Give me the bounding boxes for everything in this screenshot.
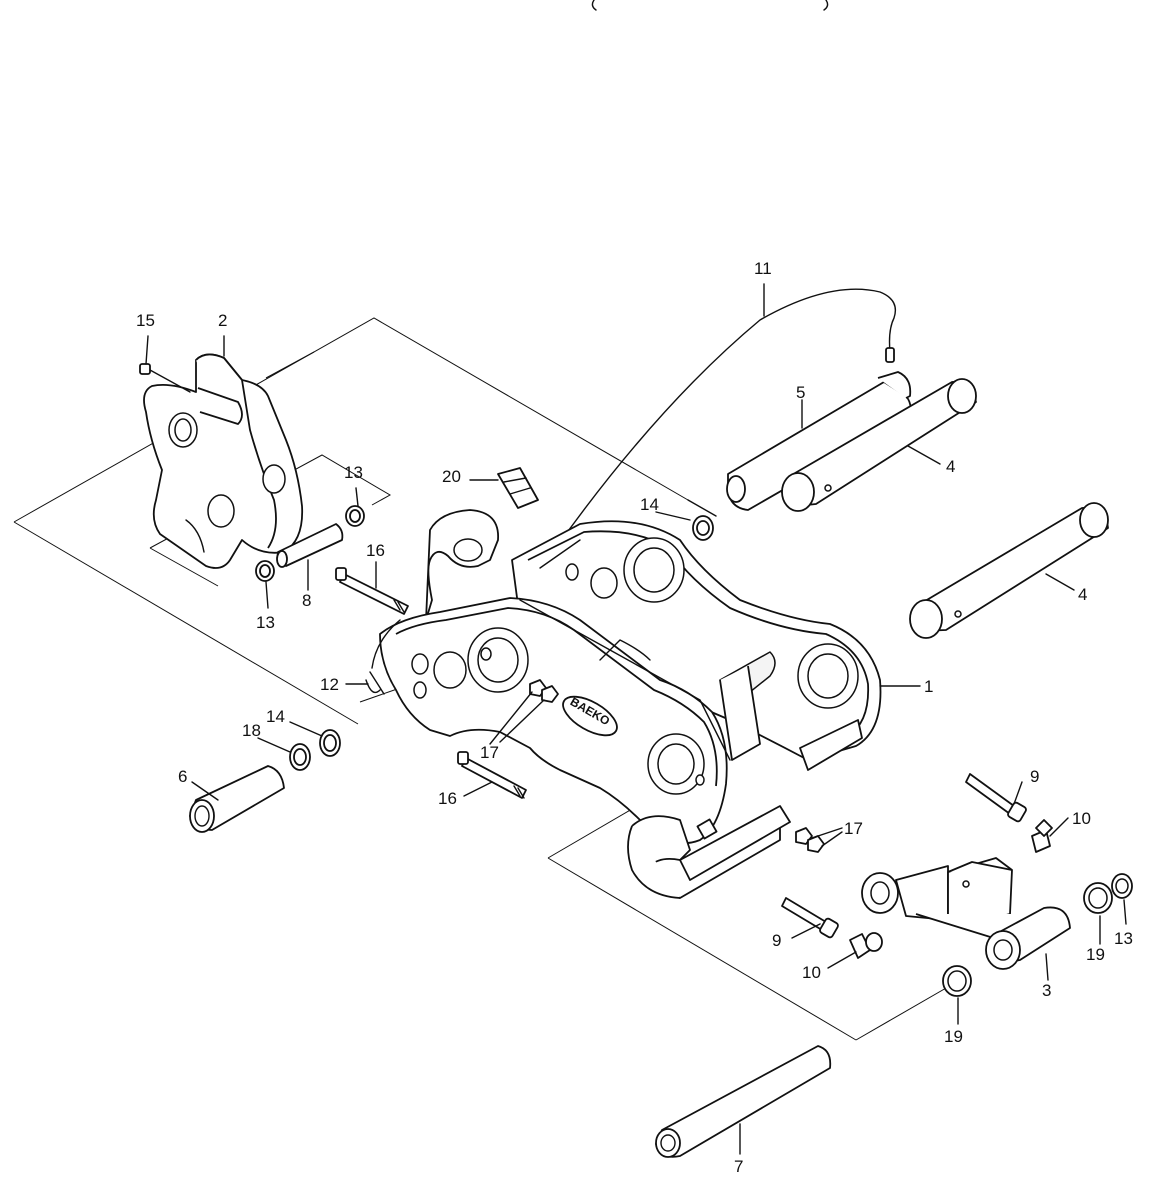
callout-6: 6 [178,767,187,786]
callout-14-left: 14 [266,707,285,726]
callout-19-right: 19 [1086,945,1105,964]
callout-13-right: 13 [1114,929,1133,948]
clip-part [497,467,539,509]
callout-3: 3 [1042,981,1051,1000]
callout-17-lower: 17 [844,819,863,838]
ring-14-upper [692,515,714,541]
callout-9-lower: 9 [772,931,781,950]
callout-19-lower: 19 [944,1027,963,1046]
nuts-17-upper [529,679,559,703]
bracket-plate-part [143,353,304,569]
callout-18: 18 [242,721,261,740]
callout-17-upper: 17 [480,743,499,762]
callout-12: 12 [320,675,339,694]
hydraulic-cylinder-part [861,857,1071,970]
callout-2: 2 [218,311,227,330]
upper-pin-part [726,371,912,511]
bolt-16-lower [457,751,527,799]
header-fragment-right [823,0,829,11]
bolt-16-upper [335,567,409,615]
callout-9-upper: 9 [1030,767,1039,786]
callout-8: 8 [302,591,311,610]
bolt-9-upper [965,773,1027,823]
callout-10-upper: 10 [1072,809,1091,828]
fitting-10-upper [1031,819,1053,853]
callout-11: 11 [754,259,772,278]
cable-part [519,288,897,601]
spring-clip-part [365,619,401,695]
callout-7: 7 [734,1157,743,1176]
callout-labels: 1 2 3 4 4 5 6 7 8 9 9 10 10 11 12 13 13 … [136,259,1133,1176]
callout-13-upper: 13 [344,463,363,482]
main-pin-lower [909,502,1109,639]
main-frame-part [379,509,882,899]
callout-10-lower: 10 [802,963,821,982]
grease-nipple-part [139,363,191,393]
small-pin-group [255,505,365,582]
rings-left [289,729,341,771]
fitting-10-lower [849,932,883,959]
callout-4-lower: 4 [1078,585,1087,604]
callout-5: 5 [796,383,805,402]
callout-16-lower: 16 [438,789,457,808]
callout-4-upper: 4 [946,457,955,476]
callout-15: 15 [136,311,155,330]
leader-lines [145,283,1127,1155]
callout-13-lower: 13 [256,613,275,632]
pin-7-part [655,1045,832,1158]
callout-1: 1 [924,677,933,696]
bushings-19 [942,873,1133,997]
nuts-17-lower [795,827,825,853]
main-pin-upper [781,378,977,512]
callout-16-upper: 16 [366,541,385,560]
pin-6-part [189,765,285,833]
bolt-9-lower [781,897,839,939]
header-fragment-left [591,0,597,11]
callout-20: 20 [442,467,461,486]
callout-14-upper: 14 [640,495,659,514]
